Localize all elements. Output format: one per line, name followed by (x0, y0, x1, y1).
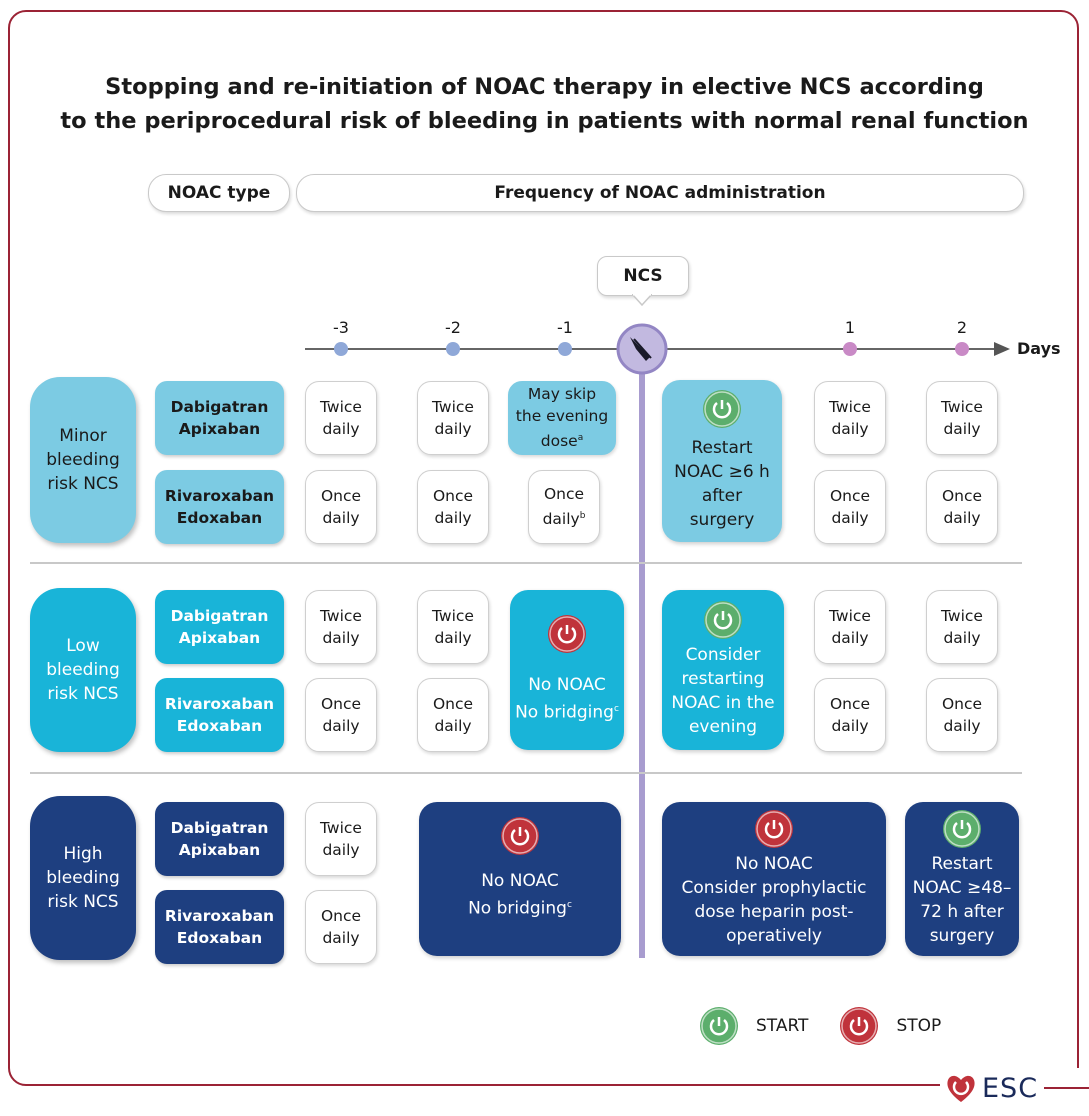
start-power-icon (704, 601, 742, 639)
high-drug-dabigatran-apixaban: Dabigatran Apixaban (155, 802, 284, 876)
low-d2-day-minus2: Once daily (417, 678, 489, 752)
minor-d2-day-plus1: Once daily (814, 470, 886, 544)
high-no-noac-post-text: No NOAC Consider prophylactic dose hepar… (681, 854, 867, 946)
low-risk-label: Low bleeding risk NCS (30, 588, 136, 752)
low-d2-day-plus1: Once daily (814, 678, 886, 752)
legend: START STOP (700, 1007, 941, 1045)
footnote-a: a (577, 433, 584, 444)
minor-d2-day-minus1-text: Once daily (542, 485, 585, 529)
start-power-icon (943, 810, 981, 848)
title-line-1: Stopping and re-initiation of NOAC thera… (105, 74, 984, 100)
tick-minus3: -3 (333, 318, 349, 337)
footnote-c: c (566, 900, 572, 911)
start-power-icon (700, 1007, 738, 1045)
title-line-2: to the periprocedural risk of bleeding i… (60, 108, 1029, 134)
minor-d1-day-plus2: Twice daily (926, 381, 998, 455)
minor-d2-day-minus3: Once daily (305, 470, 377, 544)
day-plus2-dot (955, 342, 969, 356)
high-no-noac-post-box: No NOAC Consider prophylactic dose hepar… (662, 802, 886, 956)
minor-drug-rivaroxaban-edoxaban: Rivaroxaban Edoxaban (155, 470, 284, 544)
timeline-arrowhead (994, 342, 1010, 356)
ncs-label: NCS (623, 266, 663, 286)
minor-restart-box: Restart NOAC ≥6 h after surgery (662, 380, 782, 542)
tick-minus2: -2 (445, 318, 461, 337)
minor-d2-day-plus2: Once daily (926, 470, 998, 544)
low-d1-day-plus2: Twice daily (926, 590, 998, 664)
legend-start-label: START (756, 1016, 809, 1036)
minor-risk-label: Minor bleeding risk NCS (30, 377, 136, 543)
high-risk-label: High bleeding risk NCS (30, 796, 136, 960)
day-minus1-dot (558, 342, 572, 356)
minor-d2-day-minus1: Once dailyb (528, 470, 600, 544)
low-d1-day-minus3: Twice daily (305, 590, 377, 664)
low-stop-box: No NOAC No bridgingc (510, 590, 624, 750)
low-drug-dabigatran-apixaban: Dabigatran Apixaban (155, 590, 284, 664)
low-d1-day-plus1: Twice daily (814, 590, 886, 664)
noac-type-header: NOAC type (148, 174, 290, 212)
ncs-callout-pointer (632, 294, 652, 306)
minor-d2-day-minus2: Once daily (417, 470, 489, 544)
footnote-b: b (579, 511, 586, 522)
days-label: Days (1017, 339, 1061, 358)
day-minus2-dot (446, 342, 460, 356)
minor-d1-day-minus2: Twice daily (417, 381, 489, 455)
high-restart-text: Restart NOAC ≥48–72 h after surgery (912, 854, 1012, 946)
minor-d1-day-minus3: Twice daily (305, 381, 377, 455)
low-risk-text: Low bleeding risk NCS (46, 636, 120, 704)
tick-plus2: 2 (956, 318, 968, 337)
stop-power-icon (840, 1007, 879, 1045)
high-risk-text: High bleeding risk NCS (46, 844, 120, 912)
tick-minus1: -1 (557, 318, 573, 337)
low-stop-text: No NOAC No bridging (515, 675, 614, 723)
high-d2-day-minus3: Once daily (305, 890, 377, 964)
start-power-icon (703, 390, 741, 428)
esc-logo-text: ESC (982, 1072, 1039, 1104)
minor-risk-text: Minor bleeding risk NCS (46, 426, 120, 494)
low-drug-rivaroxaban-edoxaban: Rivaroxaban Edoxaban (155, 678, 284, 752)
ncs-callout: NCS (597, 256, 689, 296)
high-d1-day-minus3: Twice daily (305, 802, 377, 876)
high-stop-box: No NOAC No bridgingc (419, 802, 621, 956)
legend-stop-label: STOP (896, 1016, 942, 1036)
low-restart-text: Consider restarting NOAC in the evening (671, 645, 775, 737)
minor-restart-text: Restart NOAC ≥6 h after surgery (674, 438, 770, 530)
stop-power-icon (548, 615, 586, 654)
low-d2-day-plus2: Once daily (926, 678, 998, 752)
heart-icon (947, 1075, 975, 1102)
frequency-header: Frequency of NOAC administration (296, 174, 1024, 212)
low-restart-box: Consider restarting NOAC in the evening (662, 590, 784, 750)
minor-d1-day-plus1: Twice daily (814, 381, 886, 455)
low-d2-day-minus3: Once daily (305, 678, 377, 752)
stop-power-icon (755, 810, 793, 848)
high-stop-text: No NOAC No bridging (468, 871, 567, 919)
high-restart-box: Restart NOAC ≥48–72 h after surgery (905, 802, 1019, 956)
stop-power-icon (501, 817, 539, 856)
esc-logo: ESC (940, 1068, 1089, 1108)
footnote-c: c (613, 704, 619, 715)
minor-d1-day-minus1-text: May skip the evening dose (515, 385, 609, 451)
scalpel-blade (630, 337, 650, 361)
page-title: Stopping and re-initiation of NOAC thera… (60, 70, 1029, 138)
low-d1-day-minus2: Twice daily (417, 590, 489, 664)
day-plus1-dot (843, 342, 857, 356)
day-minus3-dot (334, 342, 348, 356)
minor-d1-day-minus1: May skip the evening dosea (508, 381, 616, 455)
minor-drug-dabigatran-apixaban: Dabigatran Apixaban (155, 381, 284, 455)
tick-plus1: 1 (844, 318, 856, 337)
high-drug-rivaroxaban-edoxaban: Rivaroxaban Edoxaban (155, 890, 284, 964)
